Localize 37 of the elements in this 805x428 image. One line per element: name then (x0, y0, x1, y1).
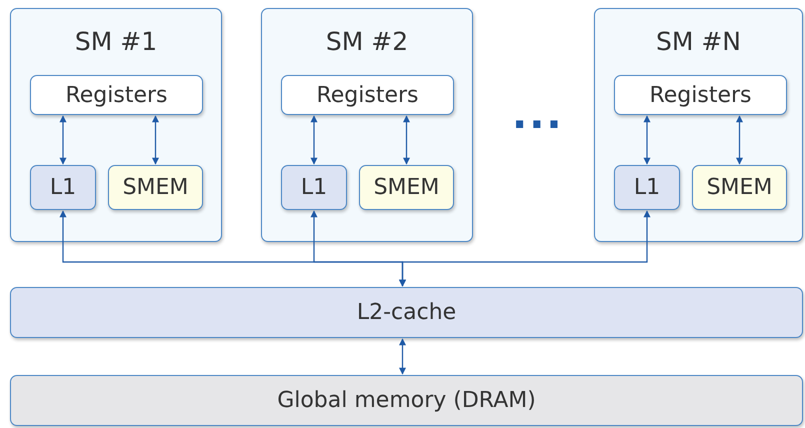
memory-box (692, 165, 787, 210)
arrow (644, 115, 650, 165)
memory-box (108, 165, 203, 210)
registers-box (281, 75, 454, 115)
registers-box (30, 75, 203, 115)
arrow (399, 338, 406, 375)
memory-box (359, 165, 454, 210)
box-label: L1 (300, 175, 328, 200)
processor-panel (594, 8, 803, 242)
box-label: Registers (65, 82, 168, 108)
arrow (403, 115, 410, 165)
memory-bar (10, 375, 803, 426)
panel-title: SM #1 (74, 27, 158, 56)
box-label: Registers (649, 82, 752, 108)
box-label: SMEM (374, 175, 440, 200)
cache-box (281, 165, 347, 210)
box-label: L1 (634, 175, 660, 200)
ellipsis-label: ... (512, 92, 564, 138)
box-label: SMEM (706, 175, 772, 200)
box-label: L1 (50, 175, 76, 200)
box-label: Registers (316, 82, 419, 108)
box-label: Global memory (DRAM) (277, 388, 536, 413)
panel-title: SM #N (656, 27, 742, 56)
arrow (60, 115, 66, 165)
arrow (152, 115, 159, 165)
processor-panel (10, 8, 222, 242)
arrow (310, 115, 318, 165)
box-label: SMEM (122, 175, 188, 200)
registers-box (614, 75, 787, 115)
cache-bar (10, 287, 803, 338)
arrow (399, 210, 650, 287)
box-label: L2-cache (356, 300, 456, 325)
panel-title: SM #2 (326, 27, 408, 56)
processor-panel (261, 8, 473, 242)
cache-box (614, 165, 680, 210)
arrow (736, 115, 743, 165)
cache-box (30, 165, 96, 210)
